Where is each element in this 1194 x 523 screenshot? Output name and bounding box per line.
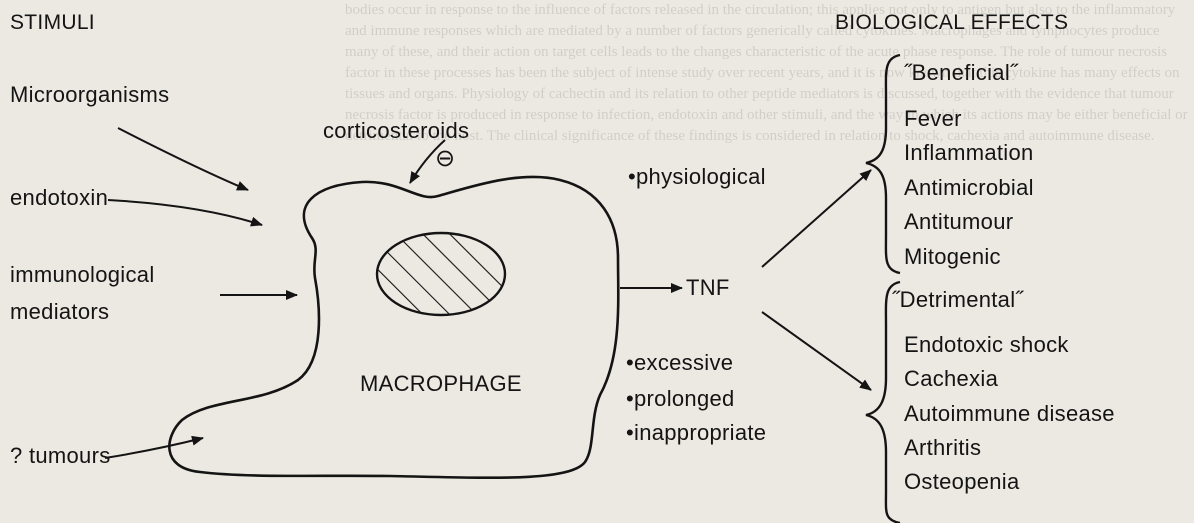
detrimental-item: Arthritis [904,435,981,461]
beneficial-title: ˝Beneficial˝ [904,60,1018,86]
biological-effects-heading: BIOLOGICAL EFFECTS [835,10,1068,36]
condition-prolonged: •prolonged [626,386,735,412]
corticosteroids-label: corticosteroids [323,118,469,144]
beneficial-item: Inflammation [904,140,1034,166]
stimulus-endotoxin: endotoxin [10,185,108,211]
nucleus [377,233,505,315]
arrow-tumours [105,438,203,458]
detrimental-item: Cachexia [904,366,998,392]
arrow-microorganisms [118,128,248,190]
detrimental-title: ˝Detrimental˝ [892,287,1023,313]
detrimental-item: Osteopenia [904,469,1020,495]
arrow-endotoxin [108,200,262,225]
condition-excessive: •excessive [626,350,733,376]
condition-physiological: •physiological [628,164,766,190]
arrow-detrimental [762,312,871,390]
arrow-beneficial [762,170,871,267]
beneficial-item: Antimicrobial [904,175,1034,201]
beneficial-item: Fever [904,106,962,132]
beneficial-item: Antitumour [904,209,1013,235]
stimulus-microorganisms: Microorganisms [10,82,169,108]
inhibition-symbol: ⊖ [435,146,455,172]
macrophage-label: MACROPHAGE [360,371,522,397]
stimulus-immunological-line1: immunological [10,262,155,288]
stimulus-immunological-line2: mediators [10,299,109,325]
detrimental-item: Endotoxic shock [904,332,1069,358]
tnf-label: TNF [686,275,730,301]
detrimental-item: Autoimmune disease [904,401,1115,427]
condition-inappropriate: •inappropriate [626,420,766,446]
beneficial-item: Mitogenic [904,244,1001,270]
stimulus-tumours: ? tumours [10,443,111,469]
macrophage-outline [169,177,618,478]
brace-detrimental [866,282,900,523]
brace-beneficial [866,55,900,273]
stimuli-heading: STIMULI [10,10,95,36]
